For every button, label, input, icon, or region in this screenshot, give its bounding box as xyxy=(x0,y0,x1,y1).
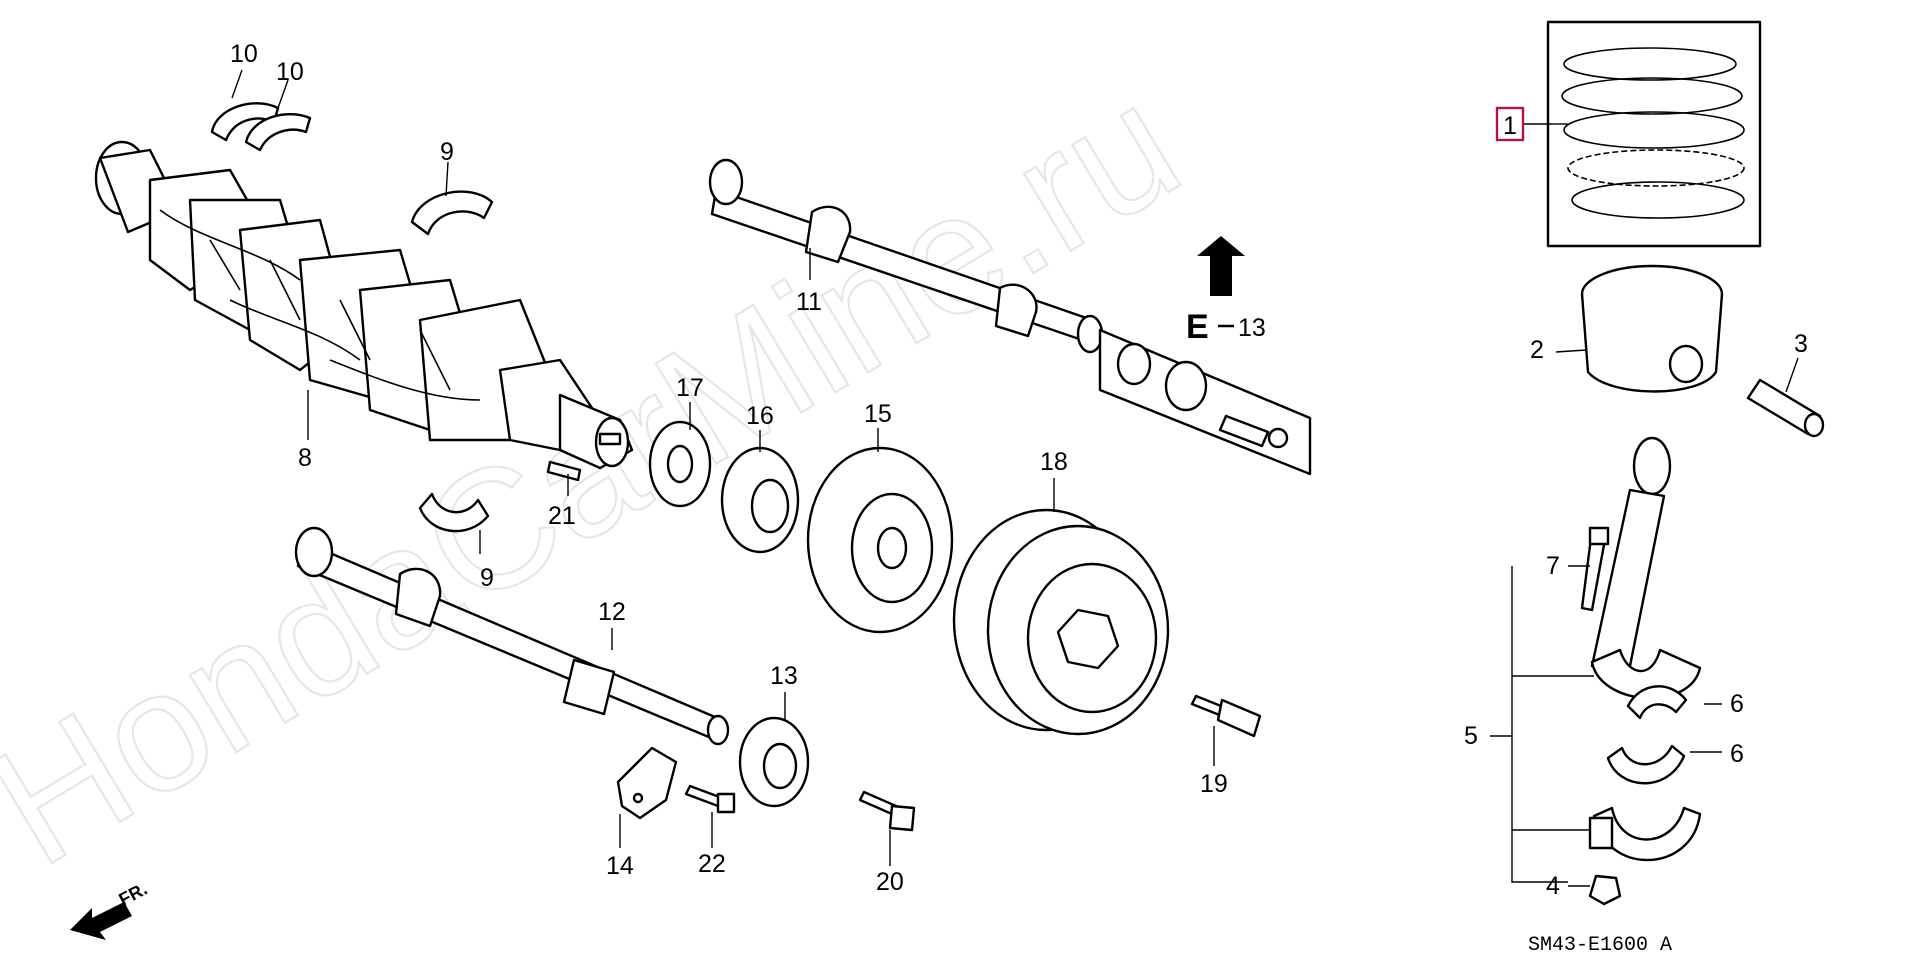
callouts: 10 10 9 9 8 21 11 17 16 15 18 12 13 14 2… xyxy=(230,40,1808,900)
crankshaft-pulley[interactable] xyxy=(952,508,1170,736)
callout-1-box xyxy=(1495,106,1525,142)
balancer-driven-gear[interactable] xyxy=(738,716,810,808)
balancer-holder-plate[interactable] xyxy=(616,746,678,820)
callout-15[interactable]: 15 xyxy=(864,400,892,428)
connecting-rod-cap[interactable] xyxy=(1588,806,1702,862)
rod-bearing-upper[interactable] xyxy=(1626,685,1688,720)
reference-letter: E xyxy=(1186,308,1209,346)
bolt-19[interactable] xyxy=(1190,694,1262,738)
connecting-rod[interactable] xyxy=(1590,436,1702,700)
diagram-code: SM43-E1600 A xyxy=(1528,934,1672,957)
piston-pin[interactable] xyxy=(1746,378,1825,438)
callout-7[interactable]: 7 xyxy=(1546,552,1560,580)
detail-box-e13 xyxy=(1098,328,1312,476)
callout-16[interactable]: 16 xyxy=(746,402,774,430)
callout-1[interactable]: 1 xyxy=(1503,112,1517,140)
rod-bolt[interactable] xyxy=(1580,526,1610,612)
oil-pump-drive-plate[interactable] xyxy=(648,420,712,508)
callout-19[interactable]: 19 xyxy=(1200,770,1228,798)
callout-9-upper[interactable]: 9 xyxy=(440,138,454,166)
crankshaft[interactable] xyxy=(94,140,634,470)
callout-20[interactable]: 20 xyxy=(876,868,904,896)
crankshaft-sprocket[interactable] xyxy=(720,446,800,554)
rod-bearing-lower[interactable] xyxy=(1606,744,1686,785)
callout-17[interactable]: 17 xyxy=(676,374,704,402)
callout-22[interactable]: 22 xyxy=(698,850,726,878)
thrust-washer-pair[interactable] xyxy=(210,102,312,152)
piston[interactable] xyxy=(1580,264,1724,393)
woodruff-key[interactable] xyxy=(546,460,582,482)
callout-12[interactable]: 12 xyxy=(598,598,626,626)
callout-11[interactable]: 11 xyxy=(796,288,822,316)
callout-9-lower[interactable]: 9 xyxy=(480,564,494,592)
callout-10-left[interactable]: 10 xyxy=(230,40,258,68)
callout-10-right[interactable]: 10 xyxy=(276,58,304,86)
rod-nut[interactable] xyxy=(1588,874,1622,906)
balancer-shaft-upper[interactable] xyxy=(708,158,1104,354)
piston-ring-set[interactable] xyxy=(1546,20,1762,248)
balancer-shaft-lower[interactable] xyxy=(294,526,730,746)
leader-lines xyxy=(231,69,1799,887)
bearing-lower[interactable] xyxy=(418,492,490,533)
callout-2[interactable]: 2 xyxy=(1530,336,1544,364)
callout-14[interactable]: 14 xyxy=(606,852,634,880)
callout-21[interactable]: 21 xyxy=(548,502,576,530)
callout-5[interactable]: 5 xyxy=(1464,722,1478,750)
callout-4[interactable]: 4 xyxy=(1546,872,1560,900)
bolt-22[interactable] xyxy=(684,784,736,814)
front-arrow-icon xyxy=(70,902,132,940)
callout-13[interactable]: 13 xyxy=(770,662,798,690)
timing-belt-drive-pulley[interactable] xyxy=(806,446,954,634)
reference-number: 13 xyxy=(1238,314,1266,342)
callout-8[interactable]: 8 xyxy=(298,444,312,472)
bolt-20[interactable] xyxy=(858,790,916,832)
callout-18[interactable]: 18 xyxy=(1040,448,1068,476)
callout-3[interactable]: 3 xyxy=(1794,330,1808,358)
reference-arrow xyxy=(1197,236,1245,296)
reference-label[interactable]: E 13 xyxy=(1186,308,1266,346)
callout-6-upper[interactable]: 6 xyxy=(1730,690,1744,718)
callout-6-lower[interactable]: 6 xyxy=(1730,740,1744,768)
bearing-upper[interactable] xyxy=(410,190,494,236)
